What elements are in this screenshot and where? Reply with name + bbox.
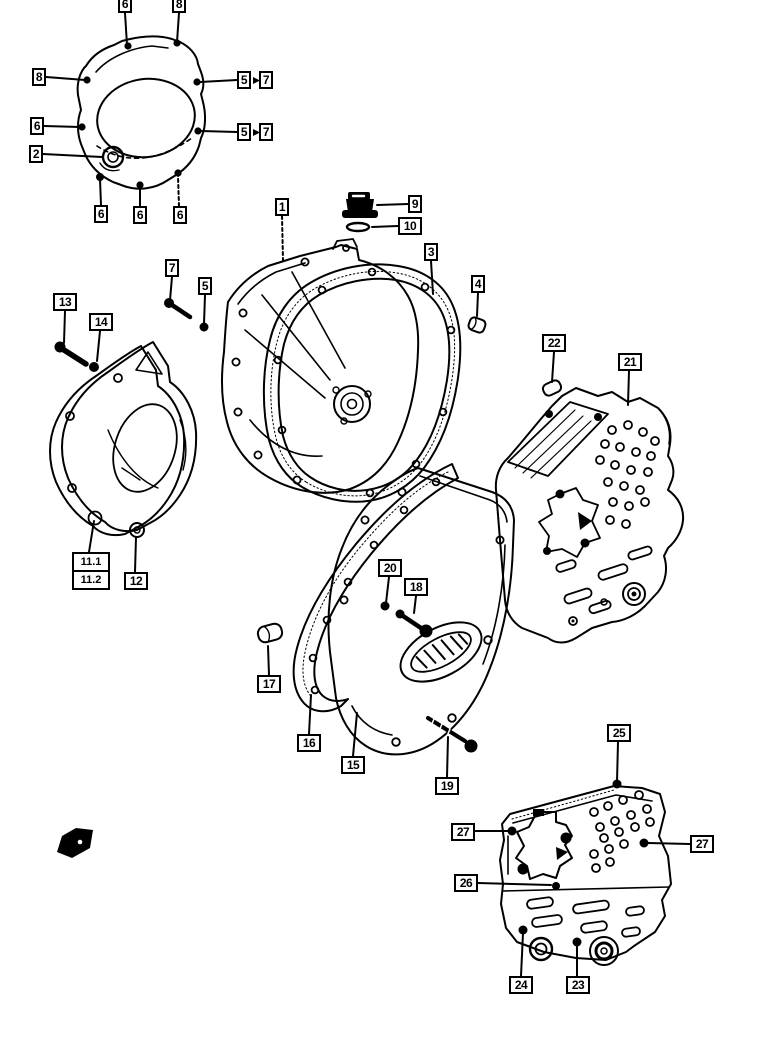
dowel-17-drawing — [256, 622, 284, 644]
callout-6-b[interactable]: 6 — [30, 117, 44, 135]
callout-11-1-11-2[interactable]: 11.1 11.2 — [72, 552, 110, 590]
clutch-gasket-drawing — [262, 263, 462, 503]
callout-6-d[interactable]: 6 — [133, 206, 147, 224]
callout-7-b[interactable]: 7 — [259, 123, 273, 141]
callout-22[interactable]: 22 — [542, 334, 566, 352]
callout-4[interactable]: 4 — [471, 275, 485, 293]
callout-7-c[interactable]: 7 — [165, 259, 179, 277]
callout-8-b[interactable]: 8 — [32, 68, 46, 86]
callout-16[interactable]: 16 — [297, 734, 321, 752]
callout-27-a[interactable]: 27 — [451, 823, 475, 841]
callout-3[interactable]: 3 — [424, 243, 438, 261]
bolt-7-drawing — [164, 298, 193, 320]
callout-24[interactable]: 24 — [509, 976, 533, 994]
callout-8-a[interactable]: 8 — [172, 0, 186, 13]
clutch-cover-drawing — [221, 238, 420, 494]
callout-5-c[interactable]: 5 — [198, 277, 212, 295]
callout-11-2[interactable]: 11.2 — [74, 570, 108, 588]
generator-gasket-drawing — [292, 463, 459, 713]
callout-5-b[interactable]: 5 — [237, 123, 251, 141]
callout-6-e[interactable]: 6 — [173, 206, 187, 224]
callout-6-a[interactable]: 6 — [118, 0, 132, 13]
callout-5-a[interactable]: 5 — [237, 71, 251, 89]
bolt-5-drawing — [199, 322, 209, 332]
callout-9[interactable]: 9 — [408, 195, 422, 213]
callout-11-1[interactable]: 11.1 — [80, 556, 102, 568]
generator-cover-drawing — [327, 467, 515, 756]
bolt-13-drawing — [54, 341, 89, 367]
direction-arrow-icon — [57, 828, 93, 858]
top-cover-drawing — [76, 35, 207, 190]
small-cover-drawing — [49, 341, 198, 538]
bottom-plate-drawing — [499, 779, 672, 966]
callout-23[interactable]: 23 — [566, 976, 590, 994]
callout-12[interactable]: 12 — [124, 572, 148, 590]
callout-18[interactable]: 18 — [404, 578, 428, 596]
callout-1[interactable]: 1 — [275, 198, 289, 216]
callout-25[interactable]: 25 — [607, 724, 631, 742]
bolt-18-drawing — [395, 609, 433, 638]
callout-20[interactable]: 20 — [378, 559, 402, 577]
callout-27-b[interactable]: 27 — [690, 835, 714, 853]
callout-6-c[interactable]: 6 — [94, 205, 108, 223]
callout-7-a[interactable]: 7 — [259, 71, 273, 89]
callout-14[interactable]: 14 — [89, 313, 113, 331]
pin-20-drawing — [380, 601, 390, 611]
callout-17[interactable]: 17 — [257, 675, 281, 693]
callout-2[interactable]: 2 — [29, 145, 43, 163]
callout-15[interactable]: 15 — [341, 756, 365, 774]
oil-cap-drawing — [342, 192, 378, 218]
plug-drawing — [467, 316, 487, 334]
bolt-19-drawing — [426, 716, 478, 753]
crankcase-drawing — [494, 387, 685, 644]
dowel-22-drawing — [541, 379, 563, 397]
arrow-5-to-7-lower-icon — [253, 129, 260, 136]
o-ring-drawing — [345, 221, 371, 233]
callout-26[interactable]: 26 — [454, 874, 478, 892]
leader-lines — [42, 12, 691, 977]
nut-14-drawing — [89, 362, 99, 372]
callout-10[interactable]: 10 — [398, 217, 422, 235]
callout-19[interactable]: 19 — [435, 777, 459, 795]
callout-13[interactable]: 13 — [53, 293, 77, 311]
callout-21[interactable]: 21 — [618, 353, 642, 371]
arrow-5-to-7-upper-icon — [253, 77, 260, 84]
